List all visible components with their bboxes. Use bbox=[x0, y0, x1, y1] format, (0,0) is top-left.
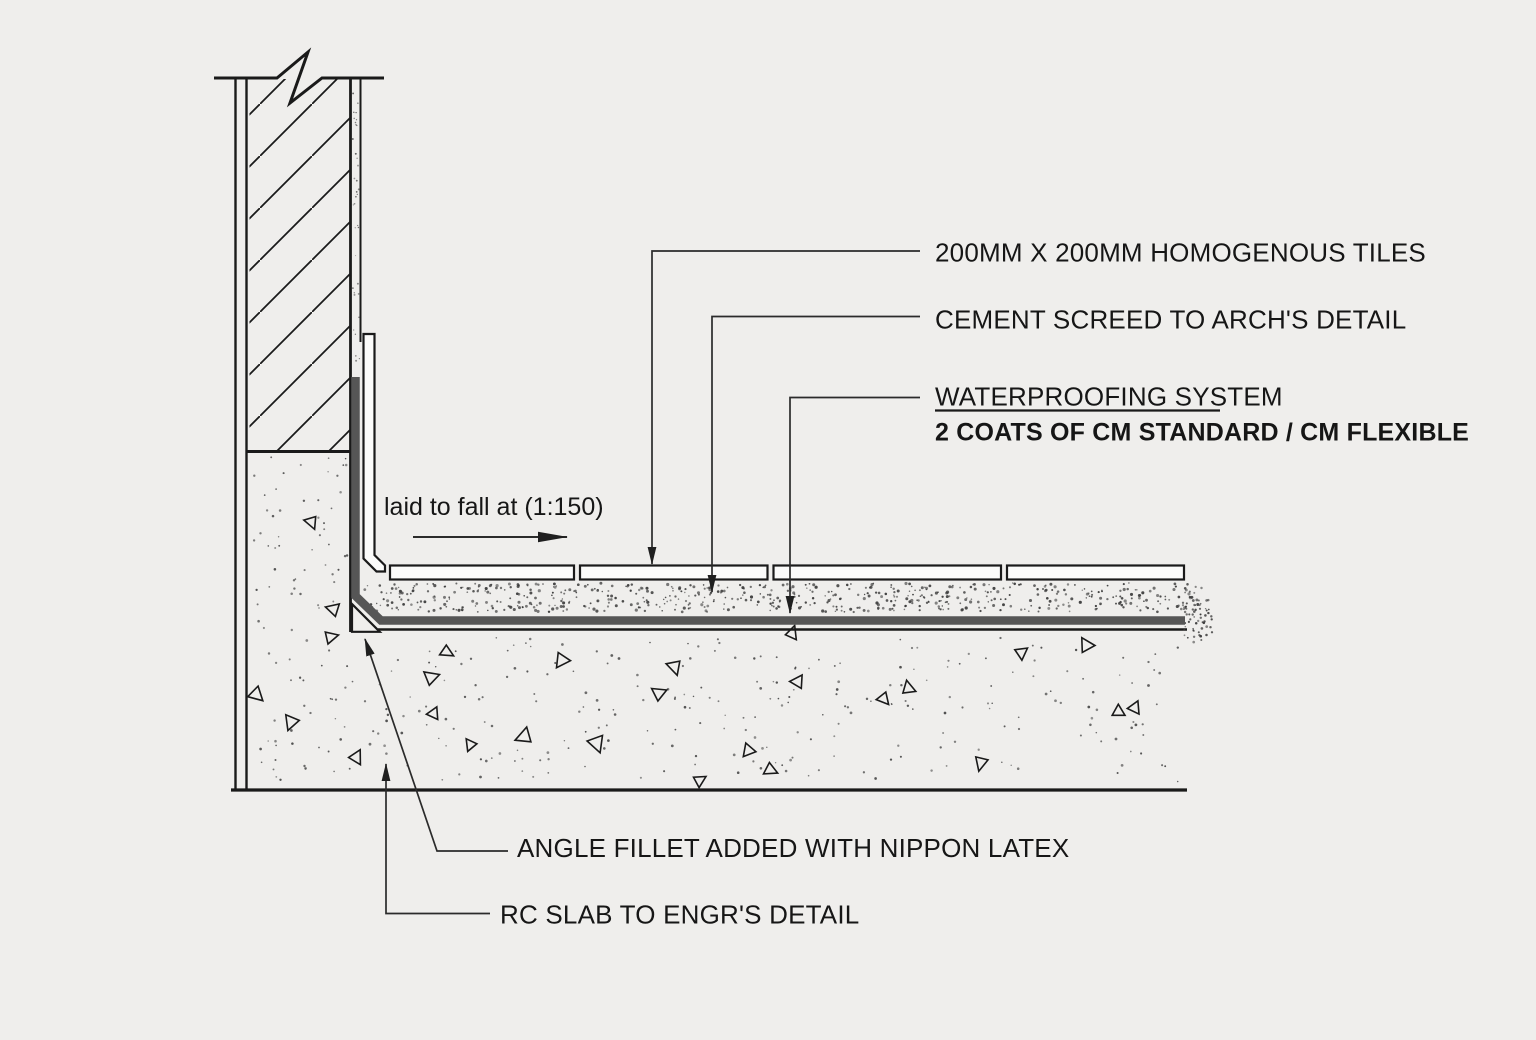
angle-fillet-leader-line bbox=[364, 638, 508, 852]
floor-tile bbox=[772, 564, 1003, 581]
tile-upstand bbox=[362, 332, 387, 573]
floor-tiles bbox=[362, 332, 1186, 581]
waterproofing-title: WATERPROOFING SYSTEM bbox=[935, 382, 1283, 412]
wall-hatch bbox=[249, 79, 350, 451]
masonry-wall bbox=[214, 47, 384, 789]
leader-lines bbox=[364, 250, 920, 915]
tiles-label: 200MM X 200MM HOMOGENOUS TILES bbox=[935, 238, 1426, 268]
rc-slab-label: RC SLAB TO ENGR'S DETAIL bbox=[500, 900, 859, 930]
floor-tile bbox=[1005, 564, 1186, 581]
screed-leader-line bbox=[707, 315, 920, 593]
rc-slab-leader-line bbox=[381, 763, 490, 915]
floor-tile bbox=[388, 564, 576, 581]
waterproofing-membrane bbox=[351, 377, 1185, 625]
cement-screed-stipple bbox=[362, 581, 1214, 644]
angle-fillet bbox=[350, 601, 383, 633]
wall-render-stipple bbox=[351, 92, 361, 362]
annotations: 200MM X 200MM HOMOGENOUS TILES CEMENT SC… bbox=[384, 238, 1469, 930]
wall-break-line bbox=[214, 47, 384, 108]
waterproofing-subtitle: 2 COATS OF CM STANDARD / CM FLEXIBLE bbox=[935, 419, 1469, 447]
rc-slab bbox=[231, 456, 1187, 792]
screed-label: CEMENT SCREED TO ARCH'S DETAIL bbox=[935, 305, 1406, 335]
tiles-leader-line bbox=[647, 250, 920, 565]
fall-note: laid to fall at (1:150) bbox=[384, 493, 604, 521]
angle-fillet-label: ANGLE FILLET ADDED WITH NIPPON LATEX bbox=[517, 833, 1069, 863]
floor-tile bbox=[578, 564, 769, 581]
slab-aggregate-triangles bbox=[246, 515, 1140, 790]
waterproofing-leader-line bbox=[785, 396, 920, 614]
